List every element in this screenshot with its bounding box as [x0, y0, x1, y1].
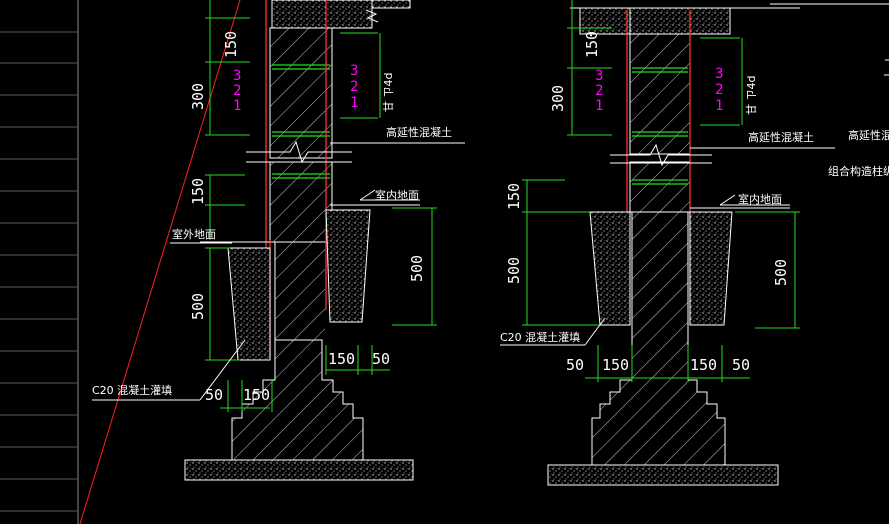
- left-dim-500-left: 500: [189, 293, 207, 320]
- left-dim-500-right: 500: [408, 255, 426, 282]
- left-label-c20-fill: C20 混凝土灌填: [92, 383, 172, 397]
- left-layer-3: 3: [233, 68, 241, 84]
- tool-palette[interactable]: [0, 0, 79, 524]
- right-dim-150-top: 150: [583, 31, 601, 58]
- left-label-outdoor-floor: 室外地面: [172, 227, 216, 241]
- right-layer-r2: 2: [715, 82, 723, 98]
- right-layer-3: 3: [595, 68, 603, 84]
- right-label-cut-b: 组合构造柱纵筋: [828, 164, 889, 178]
- right-dim-150-b: 150: [690, 356, 717, 374]
- right-dim-50-a: 50: [566, 356, 584, 374]
- left-label-high-ductility: 高延性混凝土: [386, 125, 452, 139]
- right-layer-r1: 1: [715, 98, 723, 114]
- left-layer-1: 1: [233, 98, 241, 114]
- right-layer-2: 2: [595, 83, 603, 99]
- left-layer-2: 2: [233, 83, 241, 99]
- right-label-side-tag: 甘 ㄗ4d: [745, 76, 758, 115]
- right-section-detail: 3 2 1 3 2 1 300 150 150 500 500 50 150 1…: [500, 0, 889, 486]
- right-layer-1: 1: [595, 98, 603, 114]
- right-dim-300: 300: [549, 85, 567, 112]
- left-dim-300: 300: [189, 83, 207, 110]
- right-layer-r3: 3: [715, 66, 723, 82]
- right-label-high-ductility: 高延性混凝土: [748, 130, 814, 144]
- right-dim-500-left: 500: [505, 257, 523, 284]
- left-section-detail: 3 2 1 3 2 1 300 150 150 500 500 150 50 5…: [92, 0, 465, 481]
- right-label-cut-a: 高延性混凝: [848, 128, 889, 142]
- left-layer-r1: 1: [350, 95, 358, 111]
- left-dim-50-bottom: 50: [205, 386, 223, 404]
- left-label-side-tag: 甘 ㄗ4d: [382, 73, 395, 112]
- right-label-c20-fill: C20 混凝土灌填: [500, 330, 580, 344]
- left-dim-150-step: 150: [328, 350, 355, 368]
- red-construction-line: [79, 0, 241, 524]
- left-layer-r3: 3: [350, 63, 358, 79]
- left-dim-150-top: 150: [222, 31, 240, 58]
- right-dim-150-a: 150: [602, 356, 629, 374]
- left-dim-50-step: 50: [372, 350, 390, 368]
- left-label-indoor-floor: 室内地面: [375, 188, 419, 202]
- left-dim-150-mid: 150: [189, 178, 207, 205]
- right-dim-500-right: 500: [772, 259, 790, 286]
- left-layer-r2: 2: [350, 79, 358, 95]
- right-dim-50-b: 50: [732, 356, 750, 374]
- right-label-indoor-floor: 室内地面: [738, 192, 782, 206]
- right-dim-150-mid: 150: [505, 183, 523, 210]
- left-dim-150-bottom: 150: [243, 386, 270, 404]
